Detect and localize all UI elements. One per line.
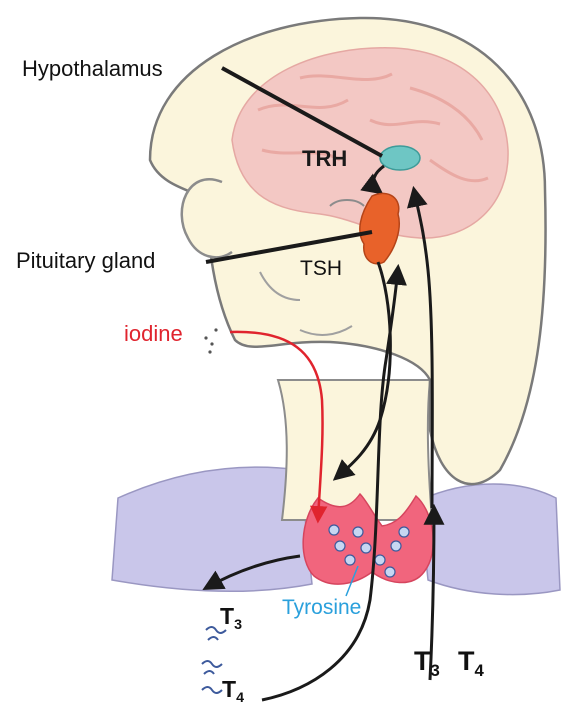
pituitary-gland-label: Pituitary gland — [16, 250, 155, 272]
thyroid-gland — [303, 494, 433, 584]
iodine-dots — [204, 328, 217, 353]
t4-label-right: T4 — [458, 648, 484, 680]
shoulder-left — [112, 467, 312, 591]
t3-right-letter: T — [414, 646, 431, 676]
tsh-label: TSH — [300, 258, 342, 279]
t3-left-letter: T — [220, 603, 234, 629]
t4-left-subscript: 4 — [236, 690, 244, 706]
t3-right-subscript: 3 — [431, 661, 440, 680]
t3-left-subscript: 3 — [234, 617, 242, 633]
iodine-label: iodine — [124, 323, 183, 345]
hypothalamus-gland — [380, 146, 420, 170]
shoulder-right — [420, 484, 560, 595]
t3-label-left: T3 — [220, 605, 242, 632]
t4-left-letter: T — [222, 676, 236, 702]
trh-label: TRH — [302, 148, 347, 170]
t4-label-left: T4 — [222, 678, 244, 705]
hypothalamus-label: Hypothalamus — [22, 58, 163, 80]
t4-right-letter: T — [458, 646, 475, 676]
tyrosine-label: Tyrosine — [282, 597, 361, 618]
t4-right-subscript: 4 — [475, 661, 484, 680]
t3-label-right: T3 — [414, 648, 440, 680]
